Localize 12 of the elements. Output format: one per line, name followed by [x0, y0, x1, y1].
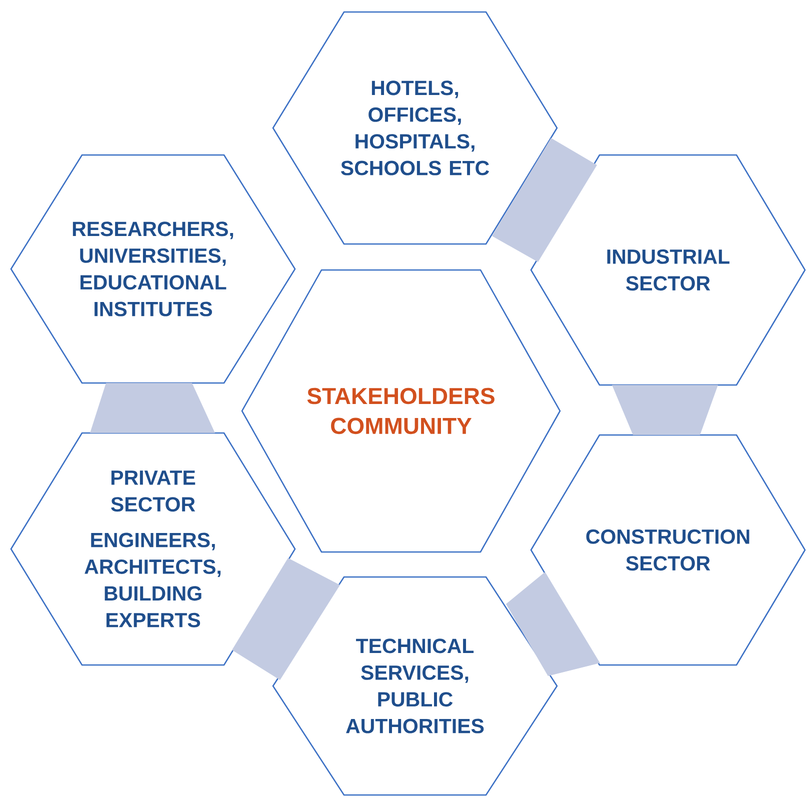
connector-band [506, 572, 600, 676]
hexagon: CONSTRUCTION SECTOR [530, 434, 806, 666]
connector-band [612, 385, 718, 435]
hexagon: HOTELS, OFFICES, HOSPITALS, SCHOOLS ETC [272, 11, 558, 245]
hexagon: PRIVATE SECTOR ENGINEERS, ARCHITECTS, BUILDING EXPERTS [10, 432, 296, 666]
connector-band [232, 558, 340, 680]
hexagon: RESEARCHERS, UNIVERSITIES, EDUCATIONAL INSTITUTES [10, 154, 296, 384]
connector-band [90, 383, 215, 433]
hexagon: STAKEHOLDERS COMMUNITY [241, 269, 561, 553]
hexagon: TECHNICAL SERVICES, PUBLIC AUTHORITIES [272, 576, 558, 796]
hexagon: INDUSTRIAL SECTOR [530, 154, 806, 386]
connector-band [492, 138, 597, 262]
